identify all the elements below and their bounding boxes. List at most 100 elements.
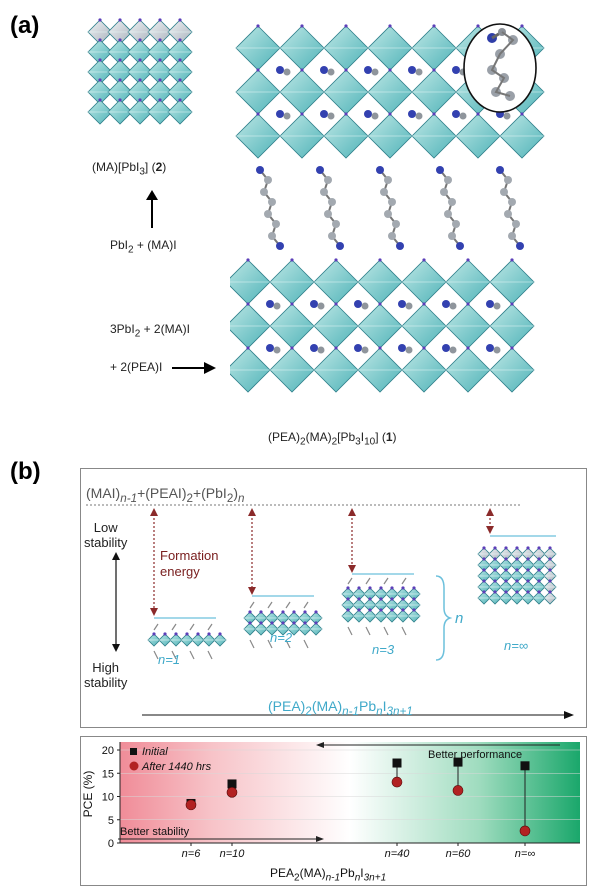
layer-octahedron: [477, 590, 491, 605]
layer-octahedron: [298, 621, 312, 636]
layer-octahedron: [287, 610, 301, 625]
perovskite-octahedron: [279, 112, 325, 159]
ma-cation: [364, 110, 372, 118]
spacer-molecule: [383, 577, 389, 585]
pea-atom: [500, 188, 508, 196]
ma-cation: [283, 112, 291, 120]
spacer-molecule: [267, 639, 273, 649]
ma-cation: [486, 344, 494, 352]
layer-octahedron: [363, 597, 377, 612]
layer-octahedron: [363, 608, 377, 623]
spacer-molecule: [249, 601, 255, 609]
ma-cation: [276, 110, 284, 118]
layer-octahedron: [521, 546, 535, 561]
layer-octahedron: [532, 546, 546, 561]
x-tick-label: n=40: [385, 848, 411, 860]
pea-atom: [384, 176, 392, 184]
layer-octahedron: [352, 597, 366, 612]
x-tick-label: n=6: [182, 848, 202, 860]
reactant-formula: (MAI)n-1+(PEAI)2+(PbI2)n: [86, 485, 245, 505]
spacer-molecule: [153, 623, 159, 631]
layer-octahedron: [374, 608, 388, 623]
layer-octahedron: [243, 621, 257, 636]
annotation-performance: Better performance: [428, 749, 522, 761]
pea-atom: [388, 198, 396, 206]
ma-cation: [503, 112, 511, 120]
spacer-molecule: [303, 639, 309, 649]
pea-atom: [380, 188, 388, 196]
ma-cation: [408, 110, 416, 118]
y-tick-label: 0: [108, 838, 114, 850]
pea-atom: [436, 166, 444, 174]
pea-molecule-icon: [487, 28, 518, 101]
pea-atom: [384, 210, 392, 218]
layer-octahedron: [510, 579, 524, 594]
n2-label: n=2: [270, 630, 293, 645]
ma-cation: [266, 300, 274, 308]
perovskite-octahedron: [279, 24, 325, 71]
spacer-molecule: [189, 650, 195, 660]
ma-cation: [452, 110, 460, 118]
perovskite-octahedron: [411, 112, 457, 159]
layer-octahedron: [385, 608, 399, 623]
product-label: (PEA)2(MA)2[Pb3I10] (1): [268, 430, 397, 448]
ma-cation: [320, 66, 328, 74]
pea-atom: [264, 210, 272, 218]
perovskite-octahedron: [367, 68, 413, 115]
legend-aged-label: After 1440 hrs: [141, 761, 212, 773]
perovskite-octahedron: [499, 112, 545, 159]
ma-cation: [361, 302, 369, 310]
ma-cation: [442, 344, 450, 352]
spacer-molecule: [207, 623, 213, 631]
spacer-molecule: [365, 626, 371, 636]
arrow-up-icon: [146, 190, 158, 228]
perovskite-octahedron: [411, 24, 457, 71]
x-tick-label: n=∞: [515, 848, 536, 860]
layer-octahedron: [407, 608, 421, 623]
perovskite-octahedron: [357, 258, 403, 305]
ma-cation: [452, 66, 460, 74]
ma-cation: [354, 300, 362, 308]
ma-cation: [283, 68, 291, 76]
perovskite-octahedron: [313, 258, 359, 305]
legend-initial-label: Initial: [142, 746, 168, 758]
spacer-molecule: [171, 650, 177, 660]
aged-pce-point: [185, 799, 197, 811]
spacer-molecule: [303, 601, 309, 609]
ma-cation: [371, 112, 379, 120]
reaction-1: PbI2 + (MA)I: [110, 238, 177, 256]
initial-pce-point: [453, 757, 463, 767]
x-tick-label: n=60: [446, 848, 472, 860]
perovskite-octahedron: [323, 112, 369, 159]
layer-octahedron: [396, 586, 410, 601]
perovskite-octahedron: [87, 98, 113, 125]
pea-atom: [504, 176, 512, 184]
perovskite-octahedron: [235, 112, 281, 159]
perovskite-octahedron: [167, 38, 193, 65]
y-tick-label: 5: [108, 815, 114, 827]
layer-octahedron: [510, 557, 524, 572]
perovskite-octahedron: [269, 346, 315, 393]
initial-pce-point: [392, 758, 402, 768]
pea-atom: [508, 198, 516, 206]
layer-octahedron: [309, 621, 323, 636]
ma-cation: [310, 300, 318, 308]
layer-octahedron: [276, 621, 290, 636]
arrow-right-icon: [172, 362, 216, 374]
pea-atom: [444, 176, 452, 184]
ma-cation: [273, 302, 281, 310]
layer-octahedron: [488, 557, 502, 572]
pea-atom: [316, 166, 324, 174]
mapbi3-label: (MA)[PbI3] (2): [92, 160, 167, 178]
layer-octahedron: [147, 632, 161, 647]
spacer-molecule: [285, 601, 291, 609]
perovskite-octahedron: [269, 258, 315, 305]
ma-cation: [486, 300, 494, 308]
pea-ma-crystal: [230, 23, 545, 393]
annotation-stability: Better stability: [120, 826, 190, 838]
layer-octahedron: [341, 608, 355, 623]
layer-octahedron: [477, 579, 491, 594]
pea-atom: [504, 210, 512, 218]
spacer-molecule: [171, 623, 177, 631]
